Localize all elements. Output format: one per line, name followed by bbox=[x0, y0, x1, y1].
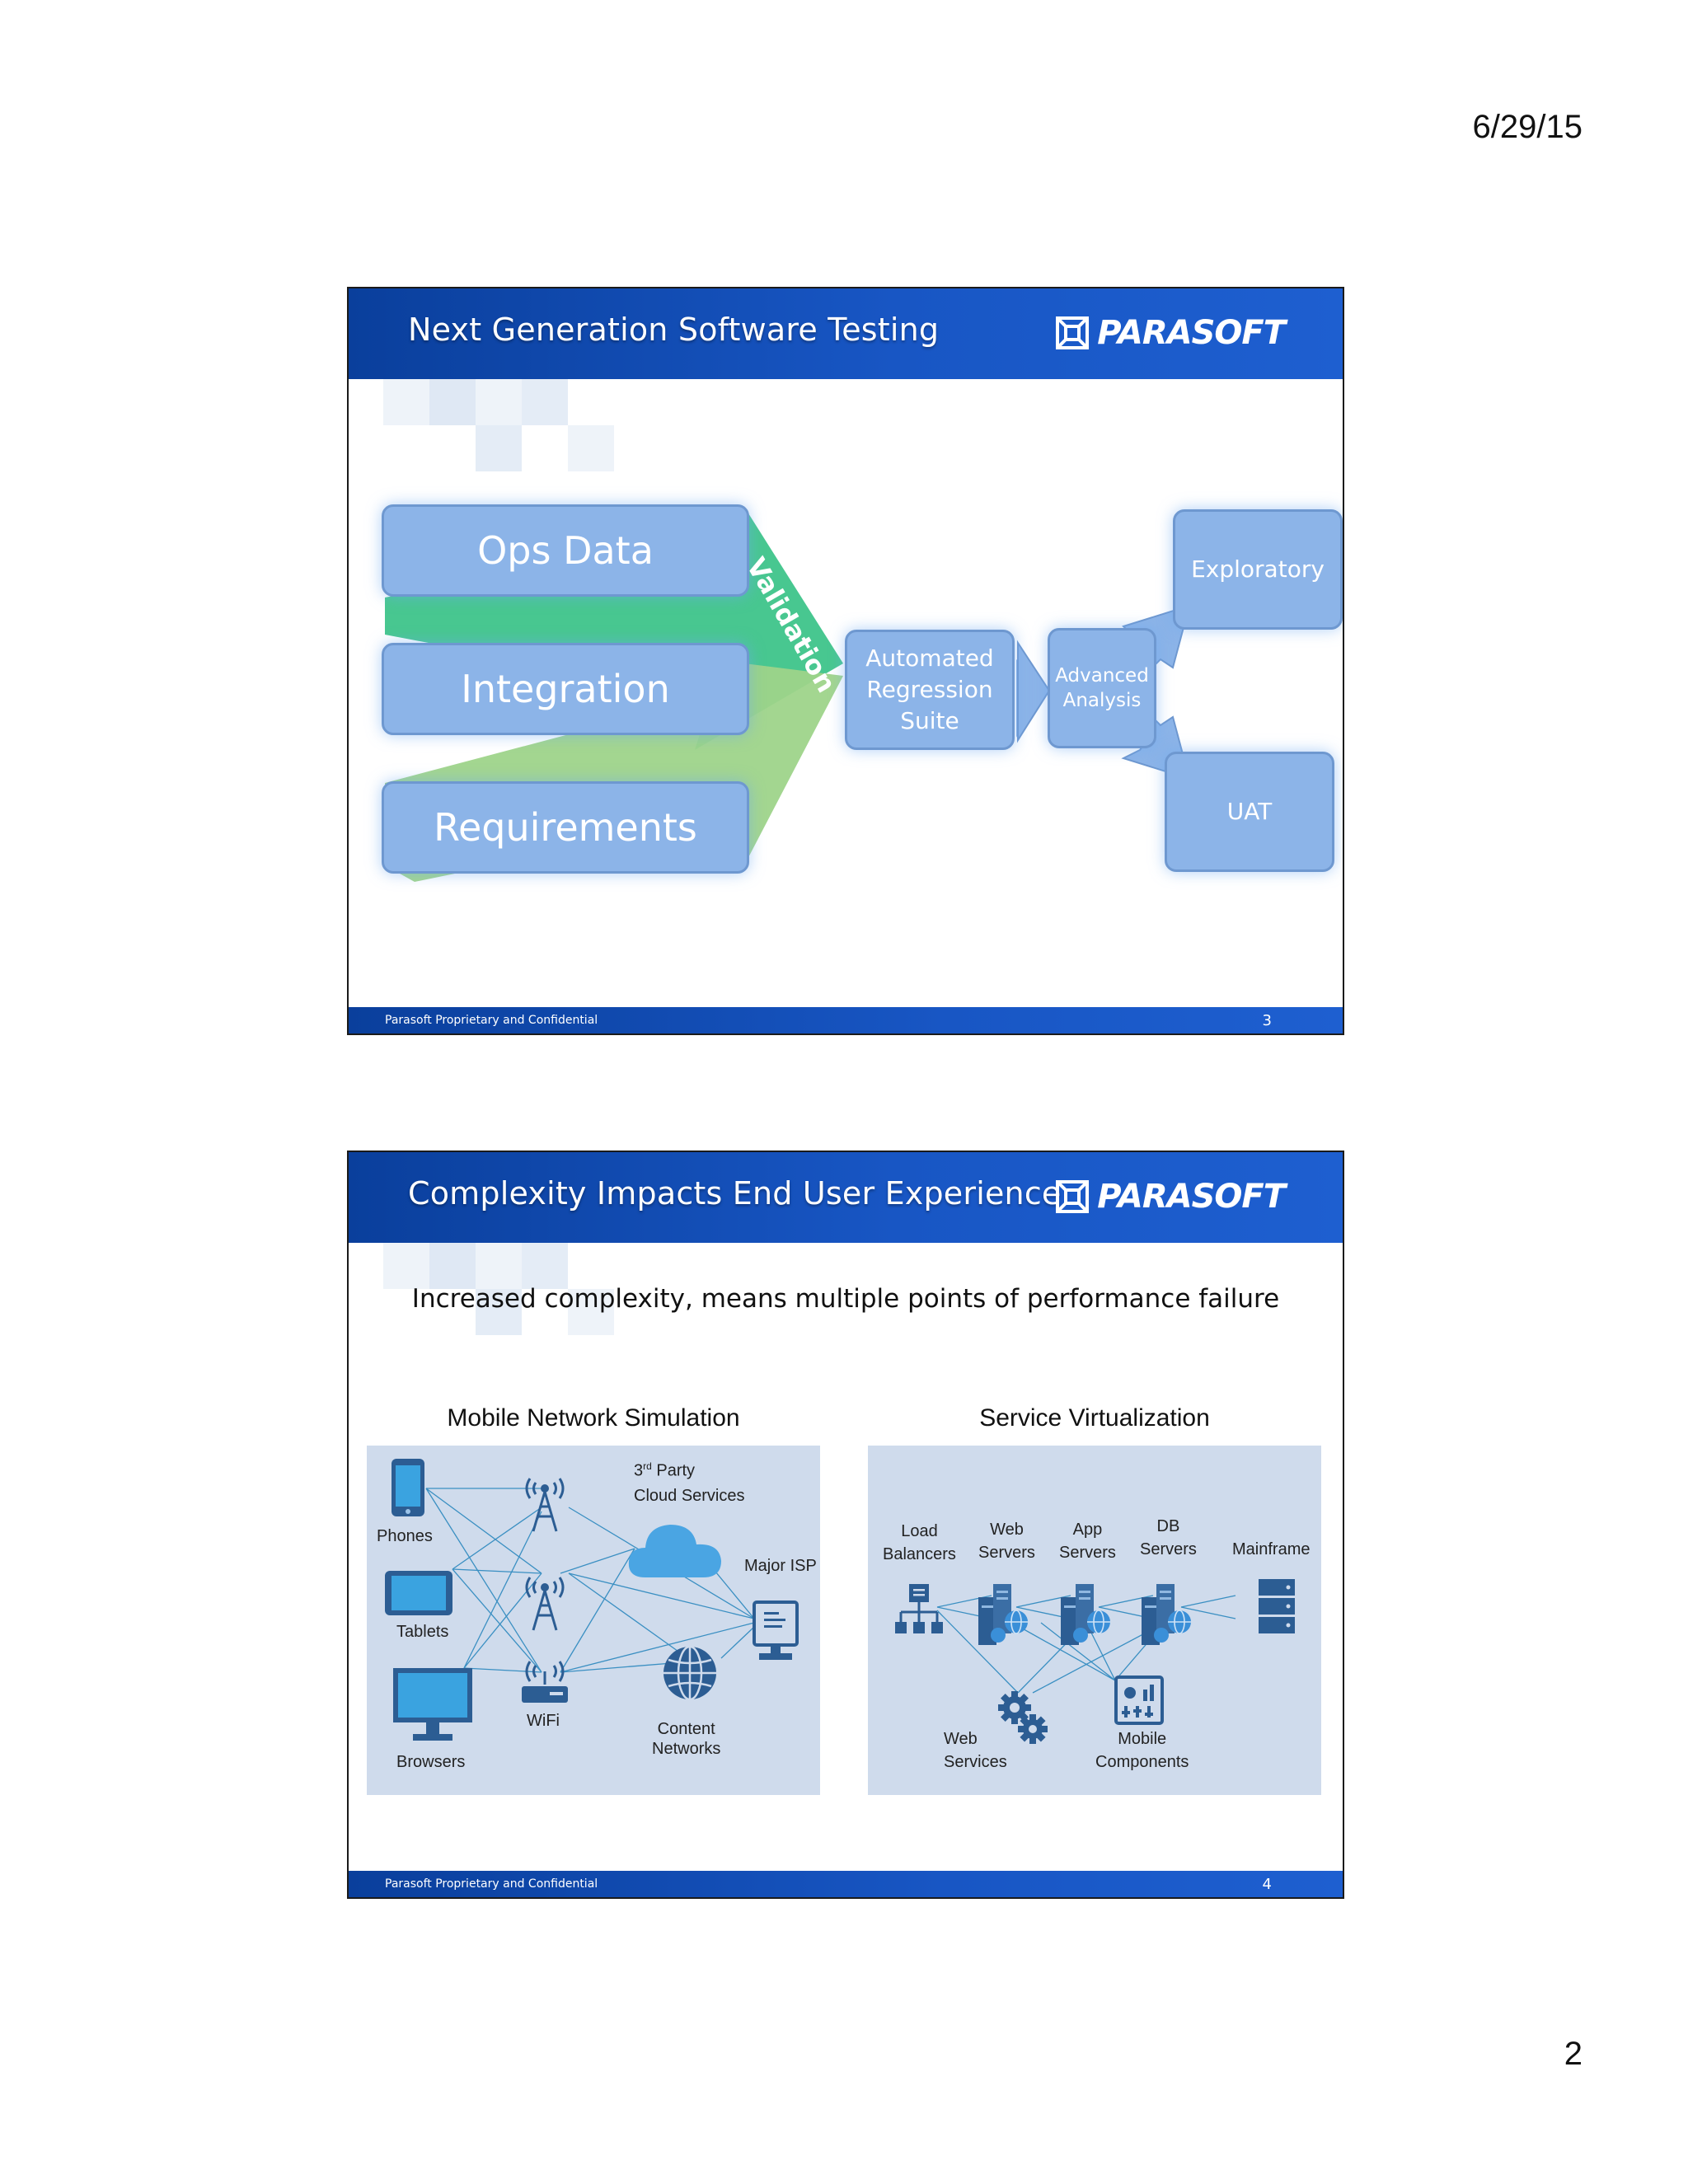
tablet-icon bbox=[385, 1571, 452, 1615]
automated-regression-box: Automated Regression Suite bbox=[845, 630, 1015, 750]
parasoft-logo: PARASOFT bbox=[1056, 1177, 1286, 1216]
mobile-network-panel: Phones Tablets Browsers bbox=[367, 1446, 820, 1795]
mobile-components-icon bbox=[1114, 1675, 1164, 1725]
load-balancer-icon bbox=[895, 1584, 943, 1633]
browsers-label: Browsers bbox=[396, 1753, 466, 1771]
slide-3: Next Generation Software Testing PARASOF… bbox=[347, 287, 1344, 1035]
slide-subtitle: Increased complexity, means multiple poi… bbox=[411, 1284, 1280, 1314]
footer-text: Parasoft Proprietary and Confidential bbox=[385, 1877, 598, 1891]
mobile-components-label: Mobile Components bbox=[1095, 1730, 1189, 1771]
cell-tower-icon bbox=[525, 1577, 565, 1631]
ops-data-box: Ops Data bbox=[382, 504, 749, 597]
integration-box: Integration bbox=[382, 643, 749, 735]
requirements-box: Requirements bbox=[382, 781, 749, 874]
slide-footer: Parasoft Proprietary and Confidential 3 bbox=[349, 1007, 1343, 1033]
mobile-network-title: Mobile Network Simulation bbox=[447, 1404, 740, 1432]
app-servers-label: App Servers bbox=[1059, 1521, 1116, 1562]
page-number: 2 bbox=[1564, 2036, 1582, 2072]
page-date: 6/29/15 bbox=[1472, 109, 1582, 145]
mainframe-icon bbox=[1259, 1579, 1295, 1633]
decorative-mosaic bbox=[383, 379, 637, 478]
cloud-icon bbox=[628, 1525, 721, 1577]
phones-label: Phones bbox=[377, 1527, 433, 1545]
network-lines bbox=[425, 1488, 755, 1673]
slide-footer: Parasoft Proprietary and Confidential 4 bbox=[349, 1871, 1343, 1897]
service-virtualization-panel: Load Balancers Web Servers App Servers D… bbox=[868, 1446, 1321, 1795]
computer-icon bbox=[753, 1601, 799, 1660]
footer-text: Parasoft Proprietary and Confidential bbox=[385, 1014, 598, 1027]
cell-tower-icon bbox=[525, 1478, 565, 1532]
advanced-analysis-box: Advanced Analysis bbox=[1048, 628, 1156, 748]
logo-text: PARASOFT bbox=[1097, 1178, 1286, 1216]
logo-text: PARASOFT bbox=[1097, 314, 1286, 352]
tablets-label: Tablets bbox=[396, 1623, 449, 1641]
wifi-router-icon bbox=[522, 1661, 568, 1703]
slide-4: Complexity Impacts End User Experience P… bbox=[347, 1151, 1344, 1899]
web-server-icon bbox=[978, 1584, 1028, 1645]
parasoft-logo: PARASOFT bbox=[1056, 313, 1286, 353]
gears-icon bbox=[998, 1691, 1048, 1744]
parasoft-logo-icon bbox=[1056, 316, 1090, 349]
wifi-label: WiFi bbox=[527, 1712, 560, 1730]
slide-number: 3 bbox=[1262, 1012, 1272, 1029]
content-networks-label: Content Networks bbox=[652, 1720, 721, 1758]
slide-header: Complexity Impacts End User Experience P… bbox=[349, 1152, 1343, 1243]
major-isp-label: Major ISP bbox=[744, 1557, 817, 1575]
monitor-icon bbox=[393, 1668, 472, 1741]
db-server-icon bbox=[1142, 1584, 1191, 1645]
globe-icon bbox=[663, 1645, 716, 1701]
slide-number: 4 bbox=[1262, 1876, 1272, 1893]
service-virtualization-title: Service Virtualization bbox=[979, 1404, 1210, 1432]
decorative-mosaic bbox=[383, 1243, 637, 1342]
uat-box: UAT bbox=[1165, 752, 1334, 872]
parasoft-logo-icon bbox=[1056, 1180, 1090, 1213]
db-servers-label: DB Servers bbox=[1140, 1517, 1197, 1558]
mainframe-label: Mainframe bbox=[1232, 1540, 1311, 1558]
web-servers-label: Web Servers bbox=[978, 1521, 1035, 1562]
app-server-icon bbox=[1061, 1584, 1110, 1645]
exploratory-box: Exploratory bbox=[1173, 509, 1343, 630]
load-balancers-label: Load Balancers bbox=[883, 1522, 956, 1563]
slide-header: Next Generation Software Testing PARASOF… bbox=[349, 288, 1343, 379]
web-services-label: Web Services bbox=[944, 1730, 1007, 1771]
phone-icon bbox=[392, 1459, 424, 1516]
cloud-services-label: 3rd Party Cloud Services bbox=[634, 1460, 745, 1505]
slide-title: Complexity Impacts End User Experience bbox=[408, 1175, 1062, 1212]
slide-title: Next Generation Software Testing bbox=[408, 312, 940, 348]
